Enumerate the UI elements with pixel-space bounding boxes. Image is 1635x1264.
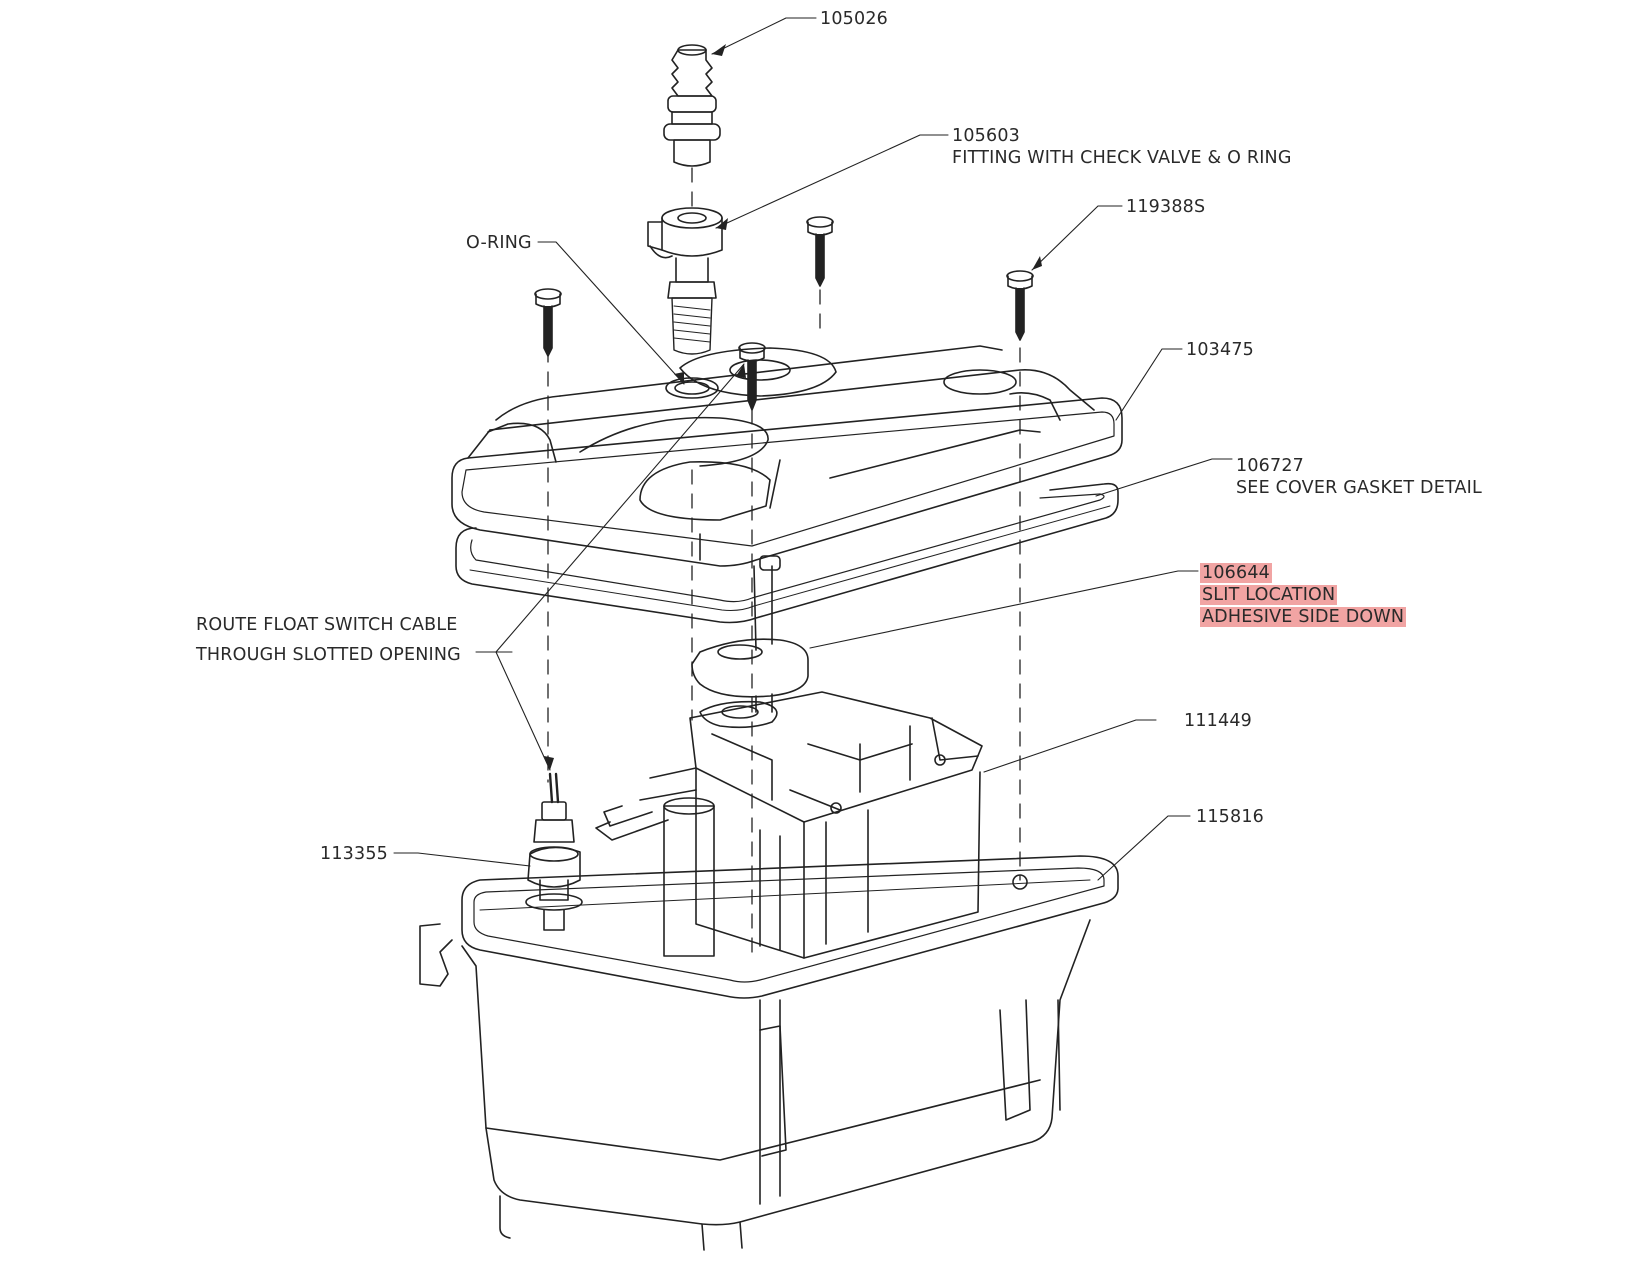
callout-103475: 103475 bbox=[1186, 339, 1254, 361]
thread-lines bbox=[673, 305, 711, 343]
foam-pad-106644 bbox=[691, 555, 809, 698]
part-number: 115816 bbox=[1196, 807, 1265, 827]
callout-115816: 115816 bbox=[1196, 806, 1264, 828]
leader-lines bbox=[393, 17, 1233, 881]
callout-106644: 106644 SLIT LOCATION ADHESIVE SIDE DOWN bbox=[1200, 562, 1407, 628]
leader-arrowheads bbox=[544, 44, 1042, 770]
part-number: 119388S bbox=[1126, 197, 1206, 217]
instruction-line-2: THROUGH SLOTTED OPENING bbox=[196, 645, 461, 665]
part-name: O-RING bbox=[466, 233, 532, 253]
slit-location-note: SLIT LOCATION bbox=[1200, 585, 1338, 605]
pump-cover bbox=[451, 345, 1123, 567]
adhesive-side-note: ADHESIVE SIDE DOWN bbox=[1200, 607, 1407, 627]
cover-screw-left bbox=[534, 288, 562, 357]
callout-119388s: 119388S bbox=[1126, 196, 1205, 218]
callout-route-cable: ROUTE FLOAT SWITCH CABLE THROUGH SLOTTED… bbox=[196, 610, 461, 670]
callout-o-ring: O-RING bbox=[466, 232, 532, 254]
part-description: FITTING WITH CHECK VALVE & O RING bbox=[952, 148, 1292, 168]
reservoir-tank-115816 bbox=[419, 855, 1119, 1251]
callout-113355: 113355 bbox=[320, 843, 388, 865]
assembly-center-lines bbox=[547, 167, 1021, 961]
cover-gasket bbox=[455, 482, 1119, 624]
pump-housing-111449 bbox=[595, 691, 983, 959]
cover-screw-right bbox=[1006, 270, 1034, 341]
part-number: 103475 bbox=[1186, 340, 1255, 360]
part-number-highlighted: 106644 bbox=[1200, 563, 1273, 583]
callout-106727: 106727 SEE COVER GASKET DETAIL bbox=[1236, 455, 1482, 499]
part-number: 111449 bbox=[1184, 711, 1253, 731]
check-valve-fitting bbox=[647, 207, 723, 355]
callout-105603: 105603 FITTING WITH CHECK VALVE & O RING bbox=[952, 125, 1292, 169]
callout-111449: 111449 bbox=[1184, 710, 1252, 732]
part-number: 105026 bbox=[820, 9, 889, 29]
instruction-line-1: ROUTE FLOAT SWITCH CABLE bbox=[196, 615, 458, 635]
float-switch-113355 bbox=[525, 772, 583, 931]
cover-screw-back bbox=[806, 216, 834, 287]
part-number: 113355 bbox=[320, 844, 389, 864]
part-description: SEE COVER GASKET DETAIL bbox=[1236, 478, 1482, 498]
part-number: 106727 bbox=[1236, 456, 1305, 476]
barbed-hose-fitting bbox=[663, 44, 721, 167]
callout-105026: 105026 bbox=[820, 8, 888, 30]
part-number: 105603 bbox=[952, 126, 1021, 146]
